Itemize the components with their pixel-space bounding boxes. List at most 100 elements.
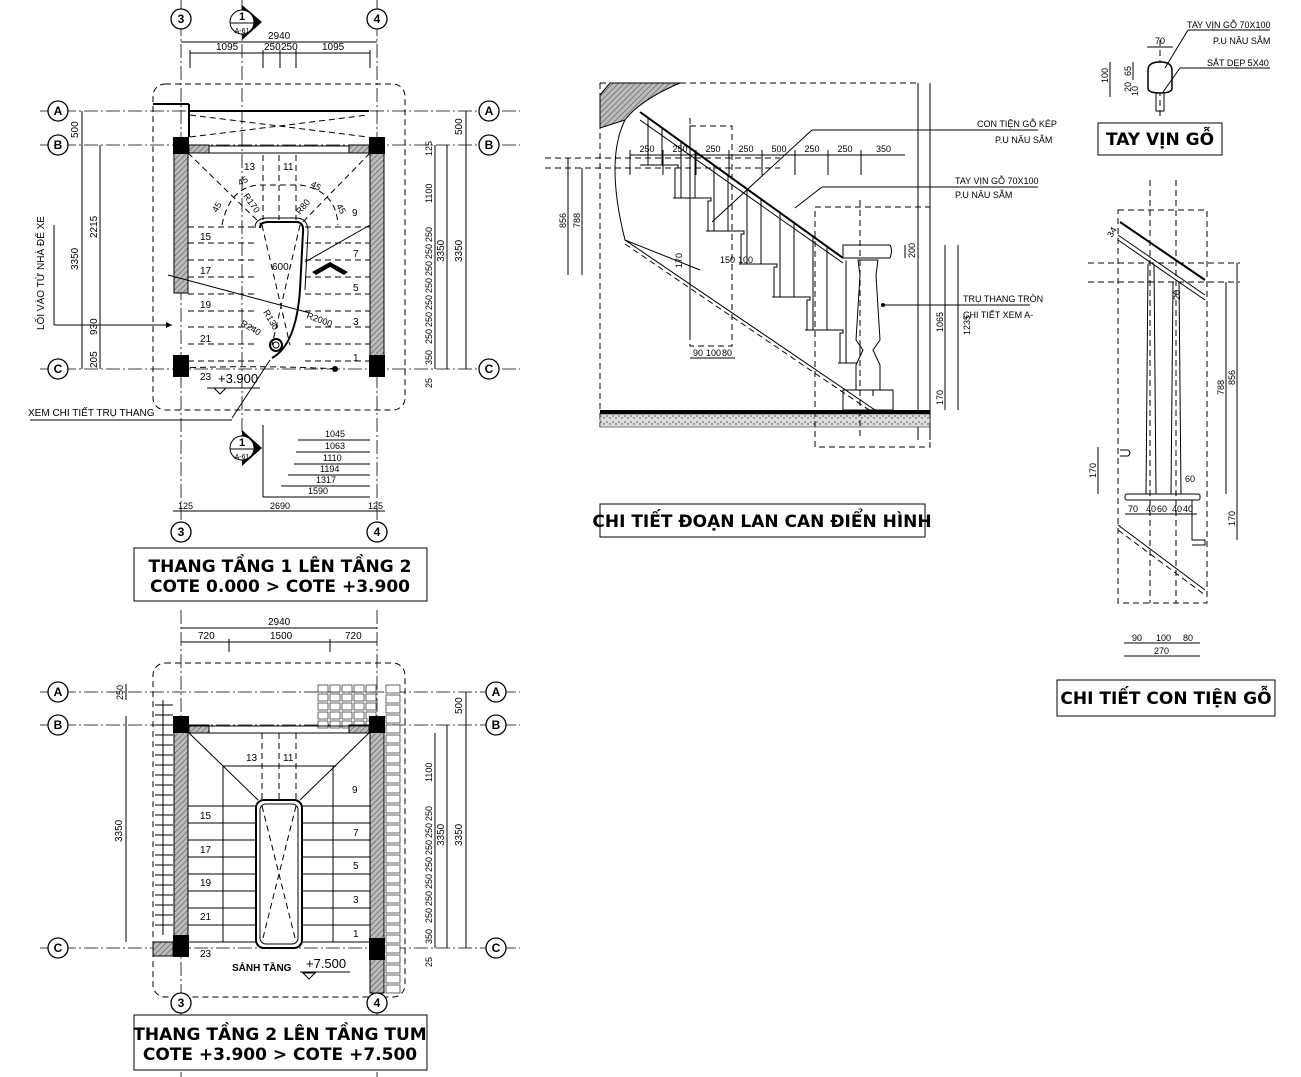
grid-bubble-C: C	[485, 937, 507, 959]
dimension: 60	[1185, 474, 1195, 484]
note-baluster: CON TIỆN GỖ KÉP	[977, 118, 1057, 129]
svg-text:C: C	[492, 941, 501, 955]
dimension: 1095	[322, 42, 345, 53]
wall-left	[173, 144, 189, 294]
dimension: 250	[424, 823, 434, 838]
step-number: 1	[353, 929, 359, 940]
section-marker: 1 A-61	[229, 5, 262, 40]
dimension: 250	[424, 857, 434, 872]
dimension: 250	[281, 42, 298, 53]
step-number: 21	[200, 334, 212, 345]
dimension: 250	[424, 840, 434, 855]
svg-text:A-61: A-61	[235, 454, 250, 461]
dimension: 70	[1155, 36, 1165, 46]
step-number: 15	[200, 811, 212, 822]
level-marker-icon	[301, 972, 317, 980]
dimension: 25	[424, 957, 434, 967]
level-marker-icon	[212, 387, 228, 395]
grid-bubble-A: A	[485, 681, 507, 703]
grid-bubble-3: 3	[170, 8, 192, 30]
step-number: 19	[200, 300, 212, 311]
dimension: 3350	[114, 819, 125, 842]
step-number: 11	[283, 753, 294, 764]
wall-right	[369, 144, 385, 370]
svg-text:C: C	[485, 362, 494, 376]
dimension: 350	[424, 350, 434, 365]
handrail	[639, 111, 844, 259]
dimension: 205	[89, 351, 100, 368]
dimension: 1110	[323, 453, 342, 463]
svg-text:3: 3	[178, 996, 185, 1010]
dimension: 250	[706, 144, 721, 154]
dimension: 250	[805, 144, 820, 154]
svg-text:A: A	[492, 685, 501, 699]
stair-treads	[188, 766, 370, 943]
dimension: 350	[424, 929, 434, 944]
dimension: 10	[1130, 86, 1140, 96]
dimension: 3350	[436, 823, 447, 846]
angle-label: 34	[1105, 225, 1119, 239]
dimension: 250	[424, 244, 434, 259]
svg-text:B: B	[54, 718, 63, 732]
svg-text:1: 1	[239, 437, 245, 449]
note-flat-bar: SẮT DẸP 5X40	[1207, 58, 1269, 68]
dimension: 1194	[320, 464, 339, 474]
dimension: 100	[738, 255, 753, 265]
step-number: 23	[200, 372, 212, 383]
dimension: 1063	[325, 441, 345, 451]
radius-label: R170	[241, 191, 262, 214]
step-profile	[805, 329, 844, 363]
note-finish: P.U NÂU SẪM	[955, 189, 1012, 200]
step-number: 5	[353, 283, 359, 294]
radius-label: R240	[239, 318, 263, 337]
dimension: 100	[1156, 633, 1171, 643]
dimension: 250	[264, 42, 281, 53]
dimension: 250	[424, 261, 434, 276]
dimension: 80	[1183, 633, 1193, 643]
plan2-title: THANG TẦNG 2 LÊN TẦNG TUM	[133, 1021, 426, 1045]
step-number: 21	[200, 912, 212, 923]
landing-width-label: 600	[272, 262, 289, 273]
floor-slab	[599, 413, 931, 428]
grid-bubble-B: B	[478, 134, 500, 156]
dimension: 250	[673, 144, 688, 154]
step-number: 7	[353, 828, 359, 839]
grid-bubble-C: C	[478, 358, 500, 380]
dimension: 250	[424, 227, 434, 242]
dimension: 1100	[424, 184, 434, 203]
svg-text:B: B	[492, 718, 501, 732]
grid-bubble-3: 3	[170, 992, 192, 1014]
angle-label: 45	[236, 174, 250, 188]
grid-bubble-C: C	[47, 358, 69, 380]
step-number: 11	[283, 162, 294, 173]
dimension: 250	[424, 278, 434, 293]
dimension: 250	[424, 295, 434, 310]
dimension: 40	[1146, 504, 1156, 514]
plan1-subtitle: COTE 0.000 > COTE +3.900	[150, 577, 410, 597]
dimension: 2215	[89, 215, 100, 238]
step-number: 9	[352, 785, 358, 796]
svg-text:C: C	[54, 362, 63, 376]
grid-bubble-B: B	[47, 134, 69, 156]
dimension: 1100	[424, 763, 434, 782]
baluster-detail-title: CHI TIẾT CON TIỆN GỖ	[1060, 684, 1271, 709]
step-number: 17	[200, 266, 212, 277]
step-profile	[772, 296, 811, 330]
dimension: 40	[1183, 504, 1193, 514]
dimension: 125	[424, 141, 434, 156]
handrail-detail-title: TAY VỊN GỖ	[1106, 125, 1214, 150]
dimension: 40	[1172, 504, 1182, 514]
dimension: 250	[424, 874, 434, 889]
svg-text:A: A	[54, 685, 63, 699]
dimension: 200	[907, 243, 917, 258]
svg-text:B: B	[54, 138, 63, 152]
dimension: 788	[572, 213, 582, 228]
svg-text:1: 1	[239, 11, 245, 23]
dimension: 500	[454, 697, 465, 714]
dimension: 170	[674, 253, 684, 268]
dimension: 250	[739, 144, 754, 154]
svg-text:4: 4	[374, 525, 381, 539]
svg-text:B: B	[485, 138, 494, 152]
dimension: 1095	[216, 42, 239, 53]
dimension: 1317	[316, 475, 336, 485]
